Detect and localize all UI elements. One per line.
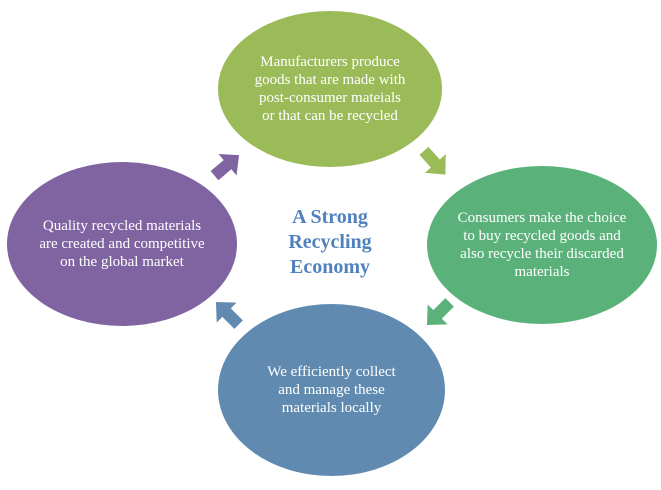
arrow-top-to-right (419, 146, 446, 175)
arrow-right-to-bottom-shape (426, 298, 454, 326)
node-quality-materials-text: Quality recycled materials are created a… (39, 218, 205, 270)
center-title: A Strong Recycling Economy (250, 205, 410, 280)
arrow-bottom-to-left (215, 301, 243, 329)
node-consumers-text: Consumers make the choice to buy recycle… (457, 210, 627, 280)
center-title-line-2: Recycling (288, 231, 372, 253)
arrow-right-to-bottom (426, 298, 454, 326)
arrow-left-to-top (210, 153, 240, 181)
node-manufacturers-text: Manufacturers produce goods that are mad… (254, 54, 406, 124)
node-quality-materials: Quality recycled materials are created a… (7, 162, 237, 326)
node-manufacturers: Manufacturers produce goods that are mad… (218, 11, 442, 167)
node-collection: We efficiently collect and manage these … (218, 304, 445, 476)
center-title-line-3: Economy (290, 256, 370, 278)
center-title-line-1: A Strong (292, 206, 368, 228)
node-collection-text: We efficiently collect and manage these … (267, 364, 396, 416)
arrow-top-to-right-shape (419, 146, 446, 175)
arrow-left-to-top-shape (210, 153, 240, 181)
arrow-bottom-to-left-shape (215, 301, 243, 329)
node-consumers: Consumers make the choice to buy recycle… (427, 166, 657, 324)
